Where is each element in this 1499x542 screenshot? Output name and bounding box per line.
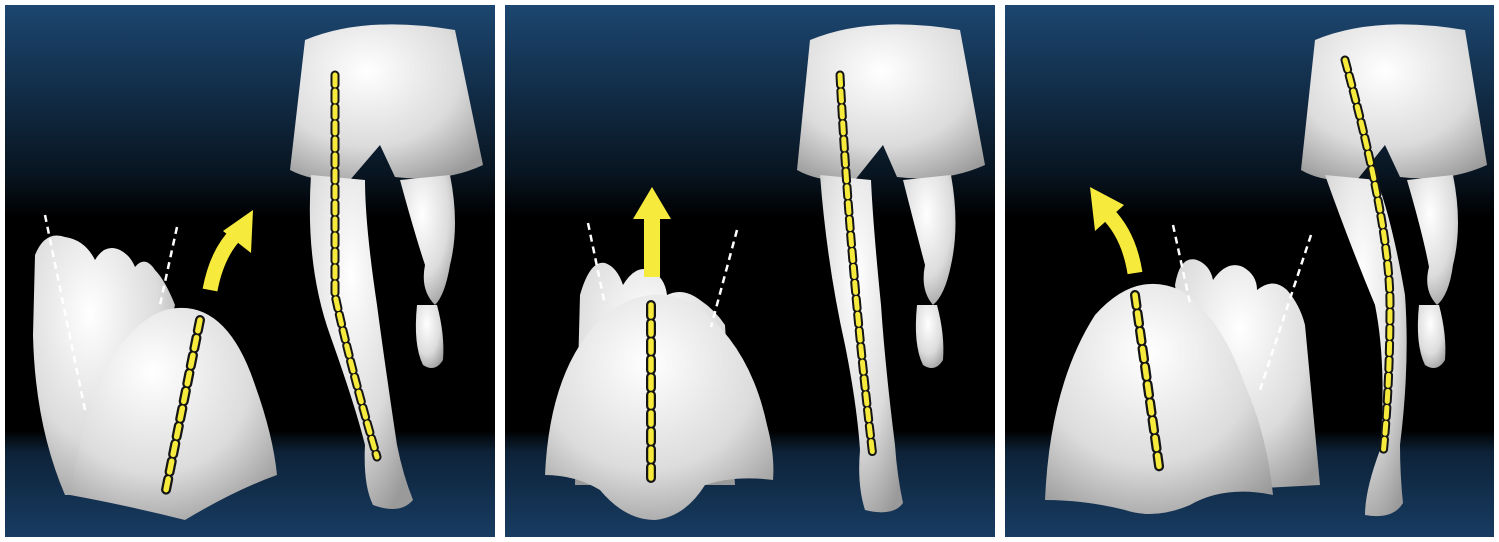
panel-1-illustration (5, 5, 495, 537)
panel-2-illustration (505, 5, 995, 537)
panel-3-illustration (1005, 5, 1494, 537)
panel-3 (1005, 5, 1494, 537)
panel-1 (5, 5, 495, 537)
panel-2 (505, 5, 995, 537)
